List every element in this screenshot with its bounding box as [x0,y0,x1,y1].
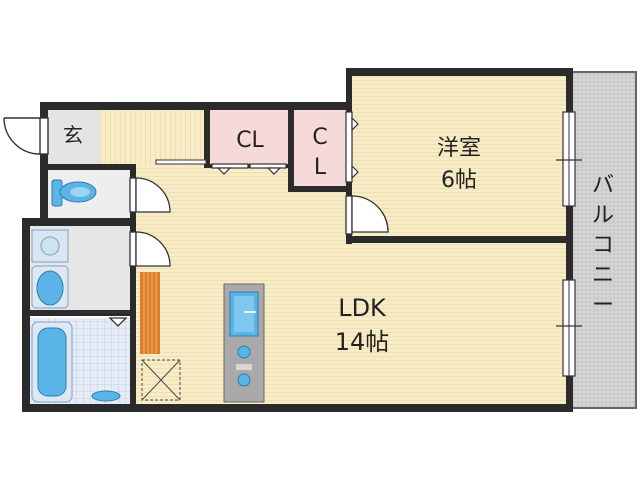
closet-cl-vertical [294,110,346,186]
closet-doors [211,111,359,183]
closet-cl [210,110,288,168]
wooden-slat-mat [140,272,160,354]
hall-floor [100,110,210,166]
refrigerator-space [141,359,181,401]
kitchen-counter [223,283,265,403]
toilet-fixture [51,179,97,207]
balcony-char-1: バ [592,173,614,198]
balcony-label: バ ル コ ニ ー [592,173,614,318]
entrance-door [3,117,49,155]
balcony-char-5: ー [592,293,614,318]
balcony-char-4: ニ [592,263,614,288]
balcony-char-2: ル [592,203,614,228]
genkan-floor [46,110,100,166]
interior-doors [80,177,389,327]
ldk-size: 14帖 [335,328,390,356]
balcony-area [571,71,637,409]
balcony-char-3: コ [592,233,614,258]
western-room-size: 6帖 [441,168,477,193]
closet-vertical-label-top: C [312,125,327,150]
closet-label: CL [236,128,264,153]
wash-basin [31,265,69,309]
genkan-label: 玄 [63,123,83,147]
shower-fixture [91,390,121,402]
bathtub [31,321,73,403]
shoe-cabinet [155,159,207,165]
ldk-label: LDK [338,294,387,322]
washing-machine-icon [40,236,60,256]
closet-vertical-label-bottom: L [314,155,327,180]
western-room-label: 洋室 [437,136,481,161]
